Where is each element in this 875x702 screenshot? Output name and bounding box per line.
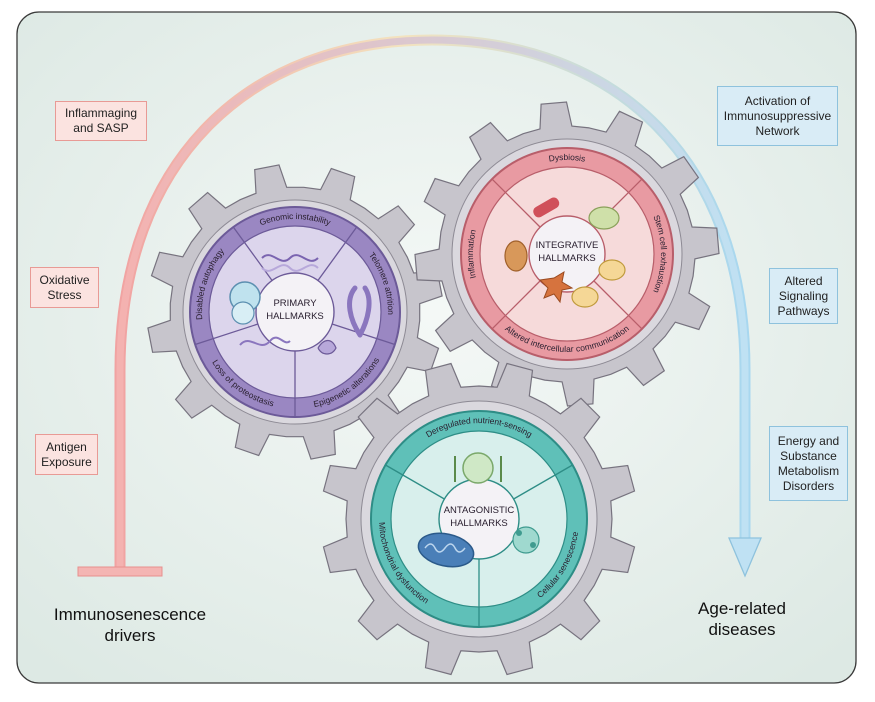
primary-divider: [331, 323, 396, 346]
lysosome-icon: [231, 301, 255, 325]
primary-divider: [317, 226, 358, 281]
integrative-divider: [593, 280, 643, 330]
dna-icon: [261, 254, 319, 262]
dna-strand-icon: [261, 264, 319, 272]
integrative-segment-label: Inflammation: [465, 228, 478, 279]
integrative-divider: [491, 280, 541, 330]
bacteria-icon: [533, 197, 560, 218]
mitochondria-icon: [417, 532, 475, 568]
chromosome-icon: [347, 285, 372, 338]
integrative-center-label: HALLMARKS: [538, 253, 596, 264]
antagonistic-center-label: ANTAGONISTIC: [444, 505, 515, 516]
signal-cell-icon: [571, 286, 599, 308]
sasp-dot-icon: [516, 530, 522, 536]
label-inflammaging: Inflammaging and SASP: [55, 101, 147, 141]
connecting-arc-fill: [116, 36, 749, 572]
label-altered-signaling: Altered Signaling Pathways: [769, 268, 838, 324]
plate-icon: [462, 452, 494, 484]
label-metabolism-disorders: Energy and Substance Metabolism Disorder…: [769, 426, 848, 501]
sasp-dot-icon: [530, 542, 536, 548]
primary-center-label: HALLMARKS: [266, 311, 324, 322]
label-oxidative-stress: Oxidative Stress: [30, 267, 99, 308]
primary-center-label: PRIMARY: [273, 298, 317, 309]
label-antigen-exposure: Antigen Exposure: [35, 434, 98, 475]
integrative-center-label: INTEGRATIVE: [536, 240, 599, 251]
integrative-divider: [491, 178, 541, 228]
macrophage-icon: [504, 240, 528, 272]
antagonistic-divider: [385, 464, 445, 500]
integrative-segment-label: Dysbiosis: [548, 152, 586, 164]
nucleosome-icon: [317, 339, 337, 355]
integrative-center-disc: [528, 215, 606, 293]
antagonistic-center-label: HALLMARKS: [450, 518, 508, 529]
diseases-label: Age-related diseases: [698, 599, 786, 639]
primary-divider: [232, 226, 273, 281]
label-immunosuppressive-network: Activation of Immunosuppressive Network: [717, 86, 838, 146]
immune-cell-icon: [538, 270, 574, 304]
antagonistic-divider: [513, 464, 573, 500]
signal-cell-icon: [598, 259, 626, 281]
protein-icon: [239, 336, 291, 346]
cristae-icon: [424, 543, 466, 553]
drivers-label: Immunosenescence drivers: [53, 605, 207, 645]
inhibit-bar: [77, 566, 163, 577]
primary-divider: [194, 323, 259, 346]
arrow-head: [728, 537, 762, 578]
stem-cell-icon: [588, 206, 620, 230]
